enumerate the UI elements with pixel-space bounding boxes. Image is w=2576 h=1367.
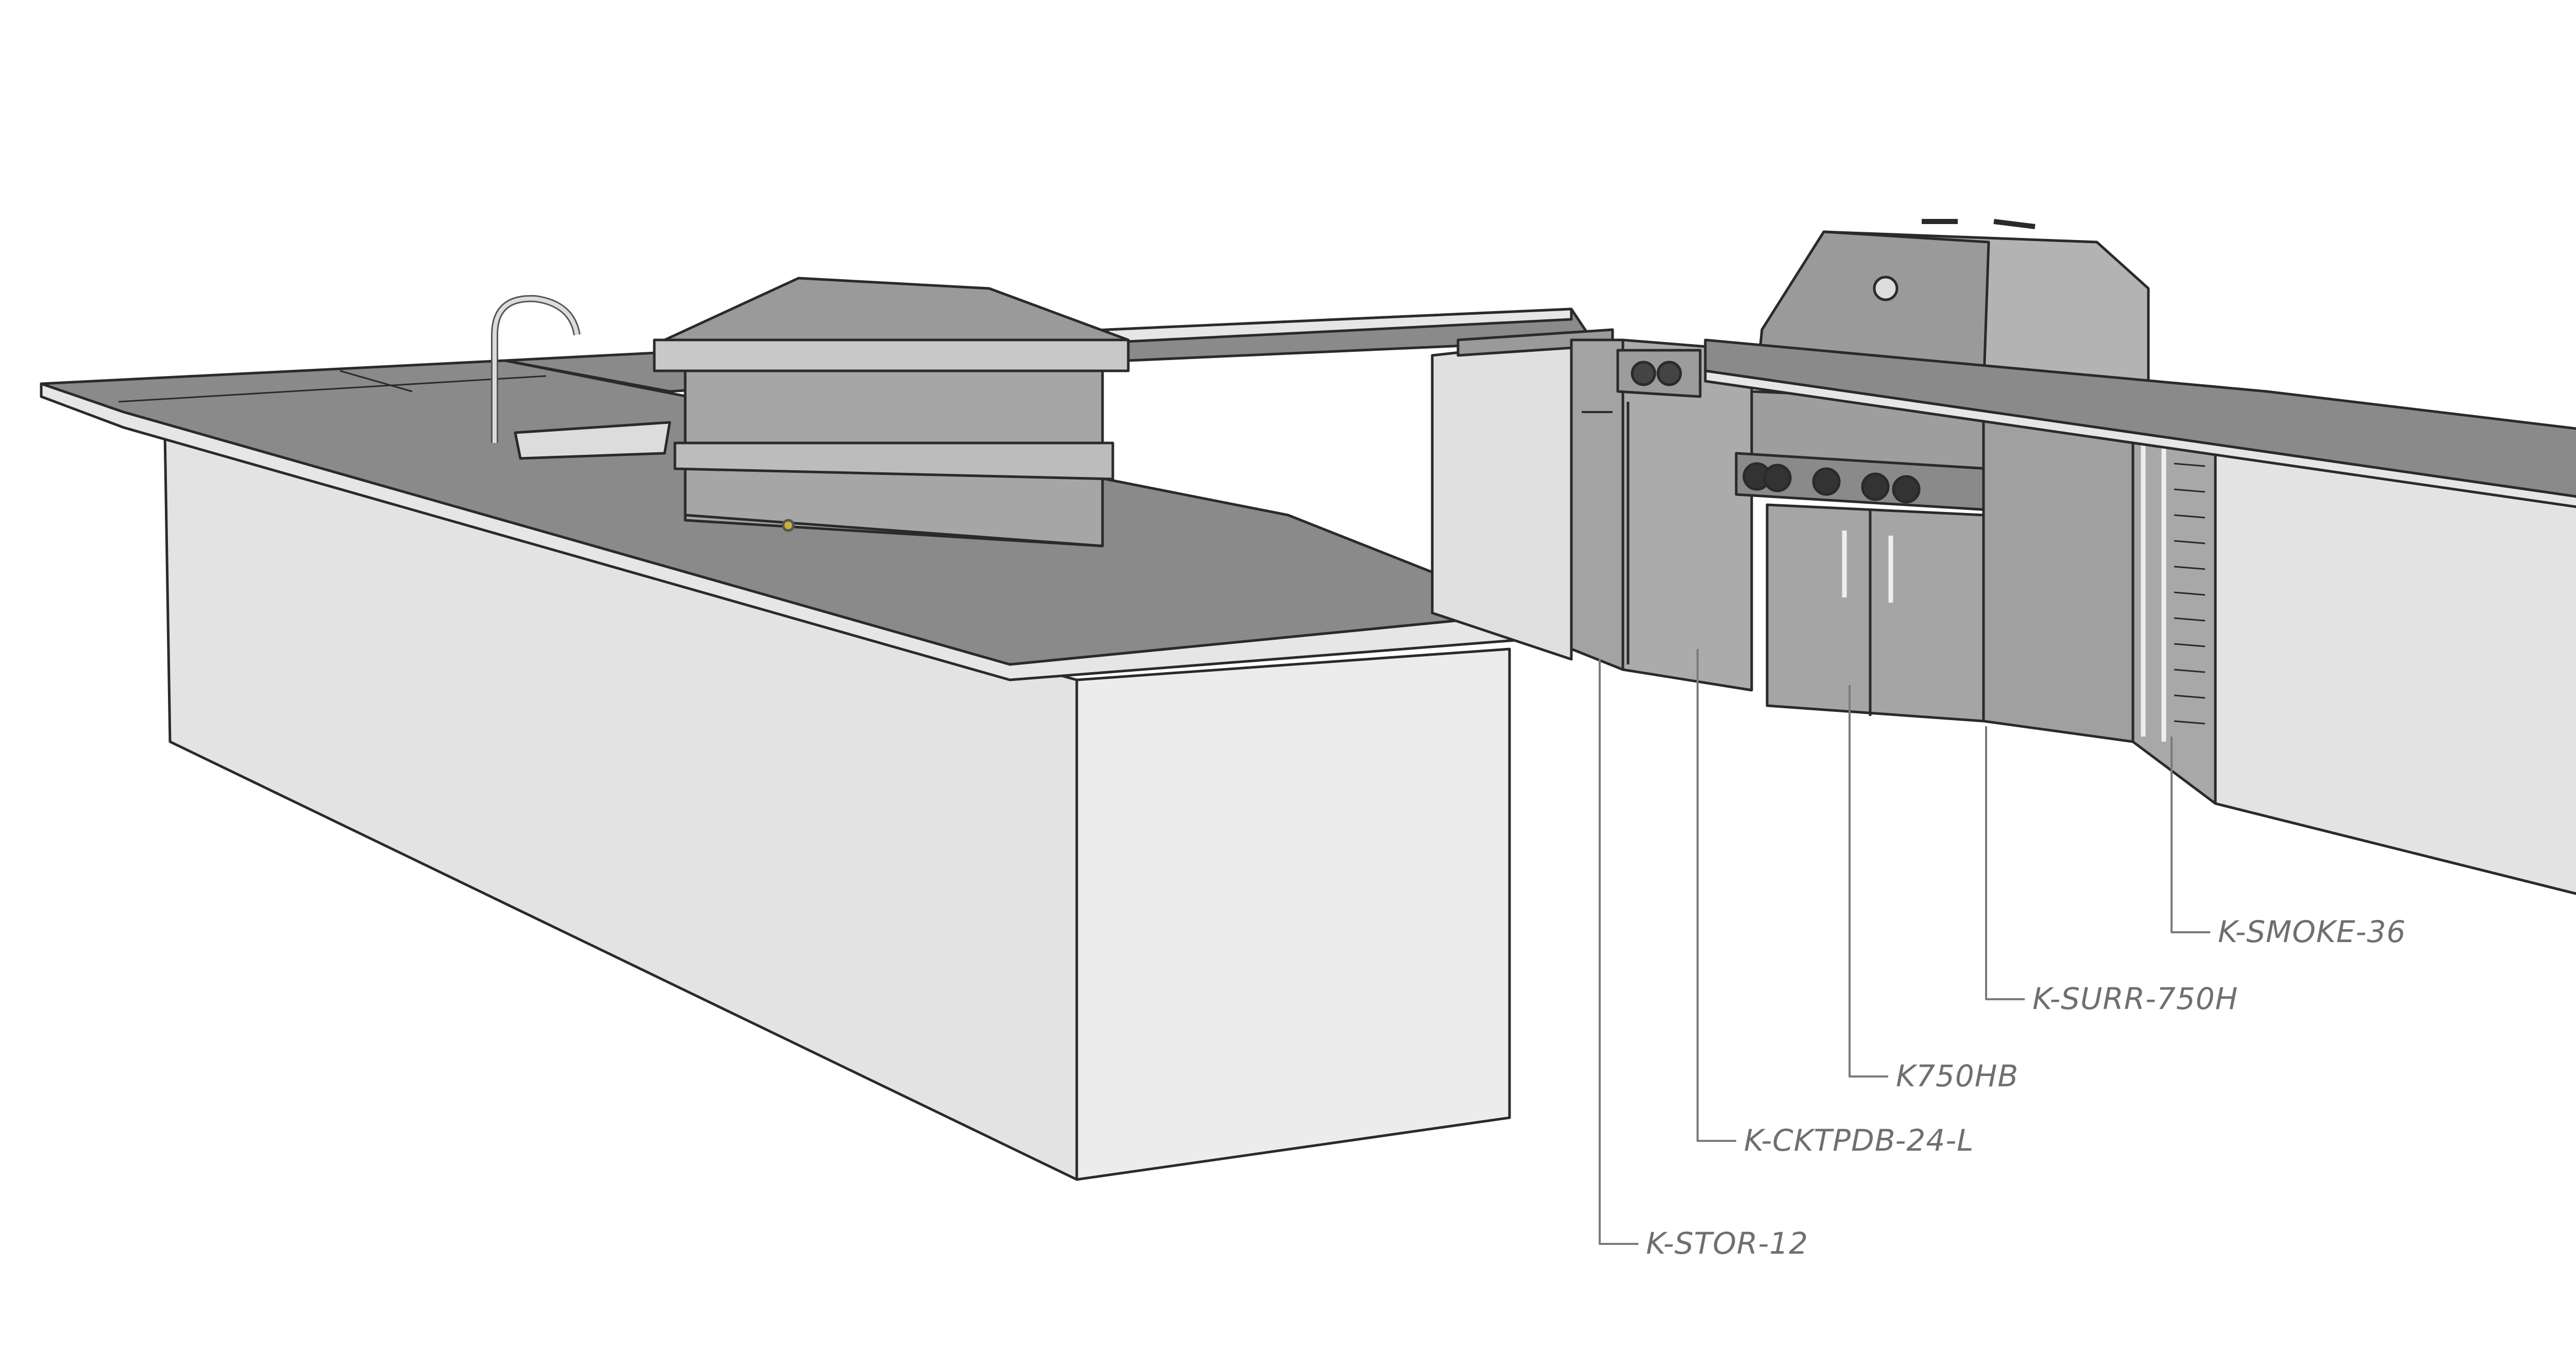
right-island (1704, 338, 2576, 895)
sink (491, 295, 671, 460)
callout-k750hb: K750HB (1896, 1058, 2019, 1093)
leader-lines (1599, 649, 2210, 1245)
callout-k-cktpdb-24-l: K-CKTPDB-24-L (1744, 1123, 1974, 1158)
k-surr-750h-surround (1982, 400, 2134, 743)
pizza-oven (653, 277, 1130, 548)
callout-k-smoke-36: K-SMOKE-36 (2218, 914, 2406, 949)
k-stor-12-cabinet (1570, 338, 1624, 671)
callout-k-surr-750h: K-SURR-750H (2032, 981, 2239, 1016)
k-cktpdb-24-l-cabinet (1616, 338, 1753, 692)
callout-k-stor-12: K-STOR-12 (1646, 1226, 1809, 1261)
back-return-cabinet (1431, 328, 1614, 661)
k750hb-grill (1735, 219, 2150, 723)
